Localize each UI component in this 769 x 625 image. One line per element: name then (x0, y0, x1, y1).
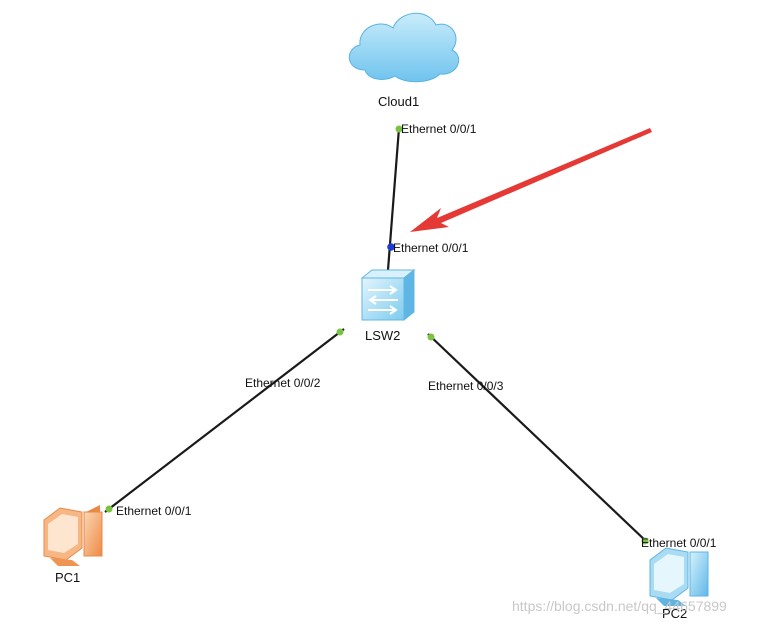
port-label-cloud: Ethernet 0/0/1 (401, 122, 477, 136)
port-dot-switch-pc1[interactable] (336, 328, 344, 336)
cloud-label: Cloud1 (378, 94, 420, 109)
port-dot-cloud[interactable] (395, 125, 403, 133)
annotation-arrow (410, 128, 652, 232)
pc1-icon[interactable] (43, 505, 103, 566)
switch-label: LSW2 (365, 328, 401, 343)
port-dot-pc1[interactable] (105, 505, 113, 513)
port-label-switch-up: Ethernet 0/0/1 (393, 241, 469, 255)
link-switch-pc1[interactable] (104, 328, 345, 513)
port-label-pc2: Ethernet 0/0/1 (641, 536, 717, 550)
port-label-pc1: Ethernet 0/0/1 (116, 504, 192, 518)
watermark: https://blog.csdn.net/qq_44657899 (512, 598, 727, 614)
port-dot-switch-pc2[interactable] (427, 333, 435, 341)
port-dot-switch-up[interactable] (387, 243, 395, 251)
pc1-label: PC1 (55, 570, 81, 585)
switch-icon[interactable] (360, 268, 416, 322)
port-label-switch-pc2: Ethernet 0/0/3 (428, 379, 504, 393)
port-dot-pc2[interactable] (641, 537, 649, 545)
port-label-switch-pc1: Ethernet 0/0/2 (245, 376, 321, 390)
link-switch-pc2[interactable] (427, 333, 649, 544)
pc2-icon[interactable] (649, 547, 709, 606)
pc2-label: PC2 (662, 606, 688, 621)
cloud-icon[interactable] (348, 12, 460, 83)
